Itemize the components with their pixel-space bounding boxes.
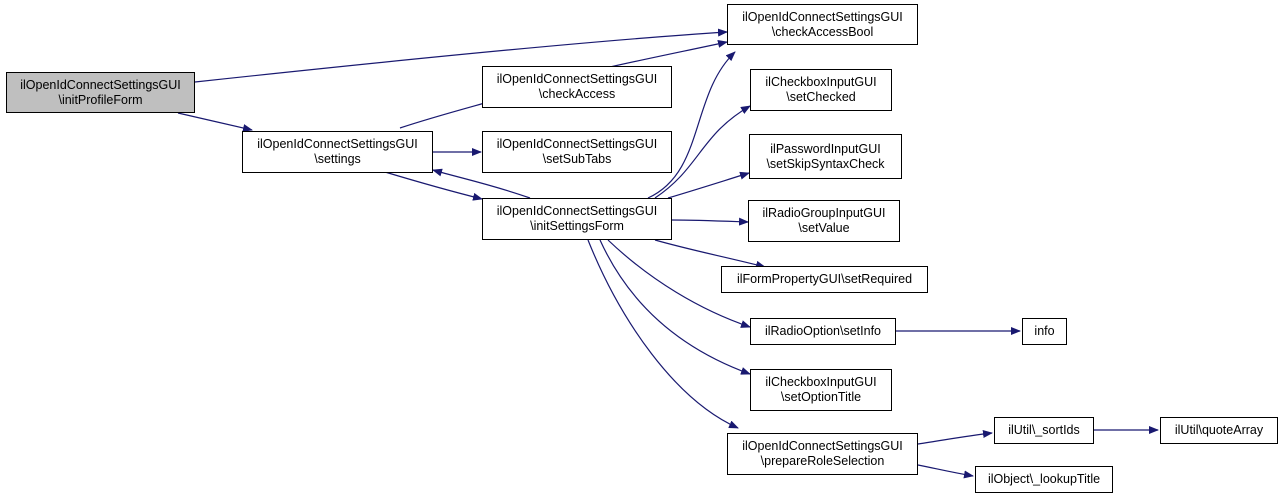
node-label-class: ilOpenIdConnectSettingsGUI [20,77,181,92]
node-label-method: \setSubTabs [542,152,612,166]
node-init-profile-form[interactable]: ilOpenIdConnectSettingsGUI \initProfileF… [6,72,195,113]
edge-checkaccess-checkaccessbool [609,39,728,68]
node-label-class: ilOpenIdConnectSettingsGUI [742,439,903,453]
node-settings[interactable]: ilOpenIdConnectSettingsGUI \settings [242,131,433,173]
edge-settings-checkaccess [399,99,493,129]
node-checkbox-set-option-title[interactable]: ilCheckboxInputGUI \setOptionTitle [750,369,892,411]
node-check-access[interactable]: ilOpenIdConnectSettingsGUI \checkAccess [482,66,672,108]
node-radio-group-set-value[interactable]: ilRadioGroupInputGUI \setValue [748,200,900,242]
node-label-class: ilRadioGroupInputGUI [762,206,886,220]
edge-isf-setinfo [607,239,751,328]
node-label: ilUtil\_sortIds [1008,423,1080,437]
node-label: ilObject\_lookupTitle [987,472,1101,486]
node-init-settings-form[interactable]: ilOpenIdConnectSettingsGUI \initSettings… [482,198,672,240]
node-util-sort-ids[interactable]: ilUtil\_sortIds [994,417,1094,444]
node-label-class: ilOpenIdConnectSettingsGUI [496,72,658,86]
edge-preparerole-lookuptitle [917,464,974,479]
node-label-class: ilCheckboxInputGUI [765,75,877,89]
edge-isf-checkaccessbool [647,51,736,199]
node-label: ilUtil\quoteArray [1174,423,1264,437]
node-checkbox-set-checked[interactable]: ilCheckboxInputGUI \setChecked [750,69,892,111]
node-label-method: \setChecked [786,90,856,104]
node-label-method: \checkAccessBool [771,24,874,39]
node-check-access-bool[interactable]: ilOpenIdConnectSettingsGUI \checkAccessB… [727,4,918,45]
edge-settings-initsettingsform [384,171,483,201]
node-set-sub-tabs[interactable]: ilOpenIdConnectSettingsGUI \setSubTabs [482,131,672,173]
edge-isf-preparerole [587,239,739,429]
edge-initprofileform-checkaccessbool [194,28,728,83]
edge-isf-setchecked [654,105,751,199]
node-object-lookup-title[interactable]: ilObject\_lookupTitle [975,466,1113,493]
node-label-class: ilOpenIdConnectSettingsGUI [742,9,903,24]
node-label: info [1034,324,1055,338]
edge-initprofileform-settings [177,112,253,132]
node-prepare-role-selection[interactable]: ilOpenIdConnectSettingsGUI \prepareRoleS… [727,433,918,475]
node-label-class: ilOpenIdConnectSettingsGUI [496,137,658,151]
edge-initsettingsform-settings [432,168,531,199]
node-label-method: \setValue [798,221,850,235]
node-label-method: \settings [314,152,361,166]
edge-isf-setskipsyntax [667,171,750,199]
node-label-method: \setOptionTitle [780,390,862,404]
node-info[interactable]: info [1022,318,1067,345]
edge-isf-setoptiontitle [599,239,751,375]
edge-isf-setvalue [671,217,749,226]
node-password-skip-syntax-check[interactable]: ilPasswordInputGUI \setSkipSyntaxCheck [749,134,902,179]
node-label-class: ilOpenIdConnectSettingsGUI [257,137,418,151]
node-label-method: \setSkipSyntaxCheck [766,156,885,171]
node-label: ilRadioOption\setInfo [764,324,882,338]
node-label-class: ilCheckboxInputGUI [765,375,877,389]
node-radio-option-set-info[interactable]: ilRadioOption\setInfo [750,318,896,345]
node-util-quote-array[interactable]: ilUtil\quoteArray [1160,417,1278,444]
node-label-method: \prepareRoleSelection [760,454,885,468]
node-label-method: \checkAccess [538,87,616,101]
node-label-method: \initSettingsForm [530,219,624,233]
node-label-method: \initProfileForm [58,92,143,107]
node-label-class: ilOpenIdConnectSettingsGUI [496,204,658,218]
edge-isf-setrequired [654,239,766,269]
node-form-property-set-required[interactable]: ilFormPropertyGUI\setRequired [721,266,928,293]
edge-preparerole-sortids [917,430,993,445]
node-label-class: ilPasswordInputGUI [770,141,881,156]
node-label: ilFormPropertyGUI\setRequired [736,272,913,286]
